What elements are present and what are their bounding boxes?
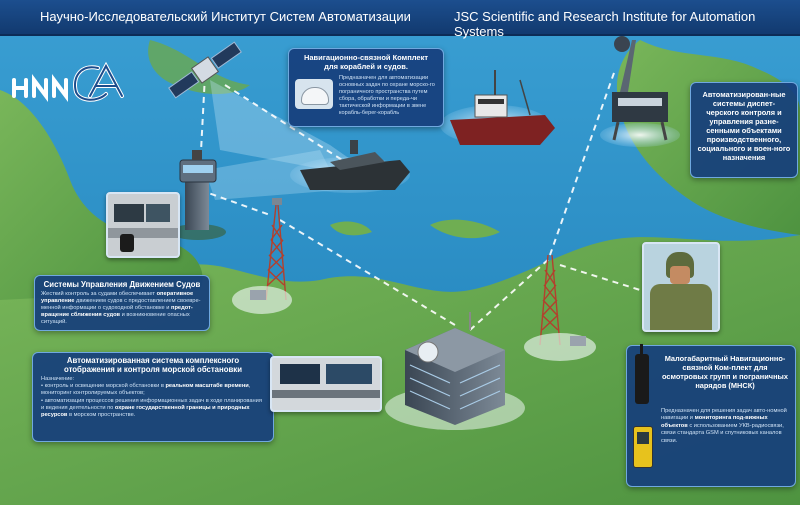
beam-satellite [210,80,380,180]
beam-tower [205,150,340,200]
mnsk-body: Предназначен для решения задач авто-номн… [661,408,787,444]
control-room-photo [270,356,382,412]
header-title-en: JSC Scientific and Research Institute fo… [454,9,756,39]
panel-ship-complex: Навигационно-связной Комплект для корабл… [288,48,444,127]
land-islands [330,219,500,239]
oil-platform [600,36,680,147]
satellite [168,41,242,99]
panel-control-systems: Автоматизирован-ные системы диспет-черск… [690,82,798,178]
panel-vts: Системы Управления Движением Судов Жестк… [34,275,210,331]
marine-body: Назначение: • контроль и освещение морск… [41,376,262,419]
ship-complex-title-2: для кораблей и судов. [324,62,408,71]
panel-mnsk: Малогабаритный Навигационно-связной Ком-… [626,344,796,487]
radio-device-icon [635,344,649,404]
shelter-left [250,290,266,300]
institute-logo [12,61,124,102]
header-title-ru: Научно-Исследовательский Институт Систем… [40,9,411,24]
ship-complex-device-icon [295,79,333,109]
marine-title-1: Автоматизированная система комплексного [66,356,240,365]
header-bar: Научно-Исследовательский Институт Систем… [0,0,800,39]
vts-tower [170,150,226,240]
gps-device-icon [633,426,653,468]
shelter-right [570,336,586,346]
radio-tower-left [265,198,287,301]
control-systems-title: Автоматизирован-ные системы диспет-черск… [697,90,791,162]
ship-complex-body: Предназначен для автоматизации основных … [339,75,435,116]
marine-title-2: отображения и контроля морской обстановк… [64,365,242,374]
hq-building [385,312,525,430]
soldier-photo [642,242,720,332]
trawler-ship [440,70,555,145]
panel-marine-monitoring: Автоматизированная система комплексного … [32,352,274,442]
mnsk-title: Малогабаритный Навигационно-связной Ком-… [662,354,788,390]
vts-title: Системы Управления Движением Судов [43,280,201,289]
ship-complex-title-1: Навигационно-связной Комплект [303,53,429,62]
radio-tower-right [539,254,561,346]
patrol-ship [290,140,410,193]
vts-photo [106,192,180,258]
vts-body: Жесткий контроль за судами обеспечивает … [41,291,201,325]
